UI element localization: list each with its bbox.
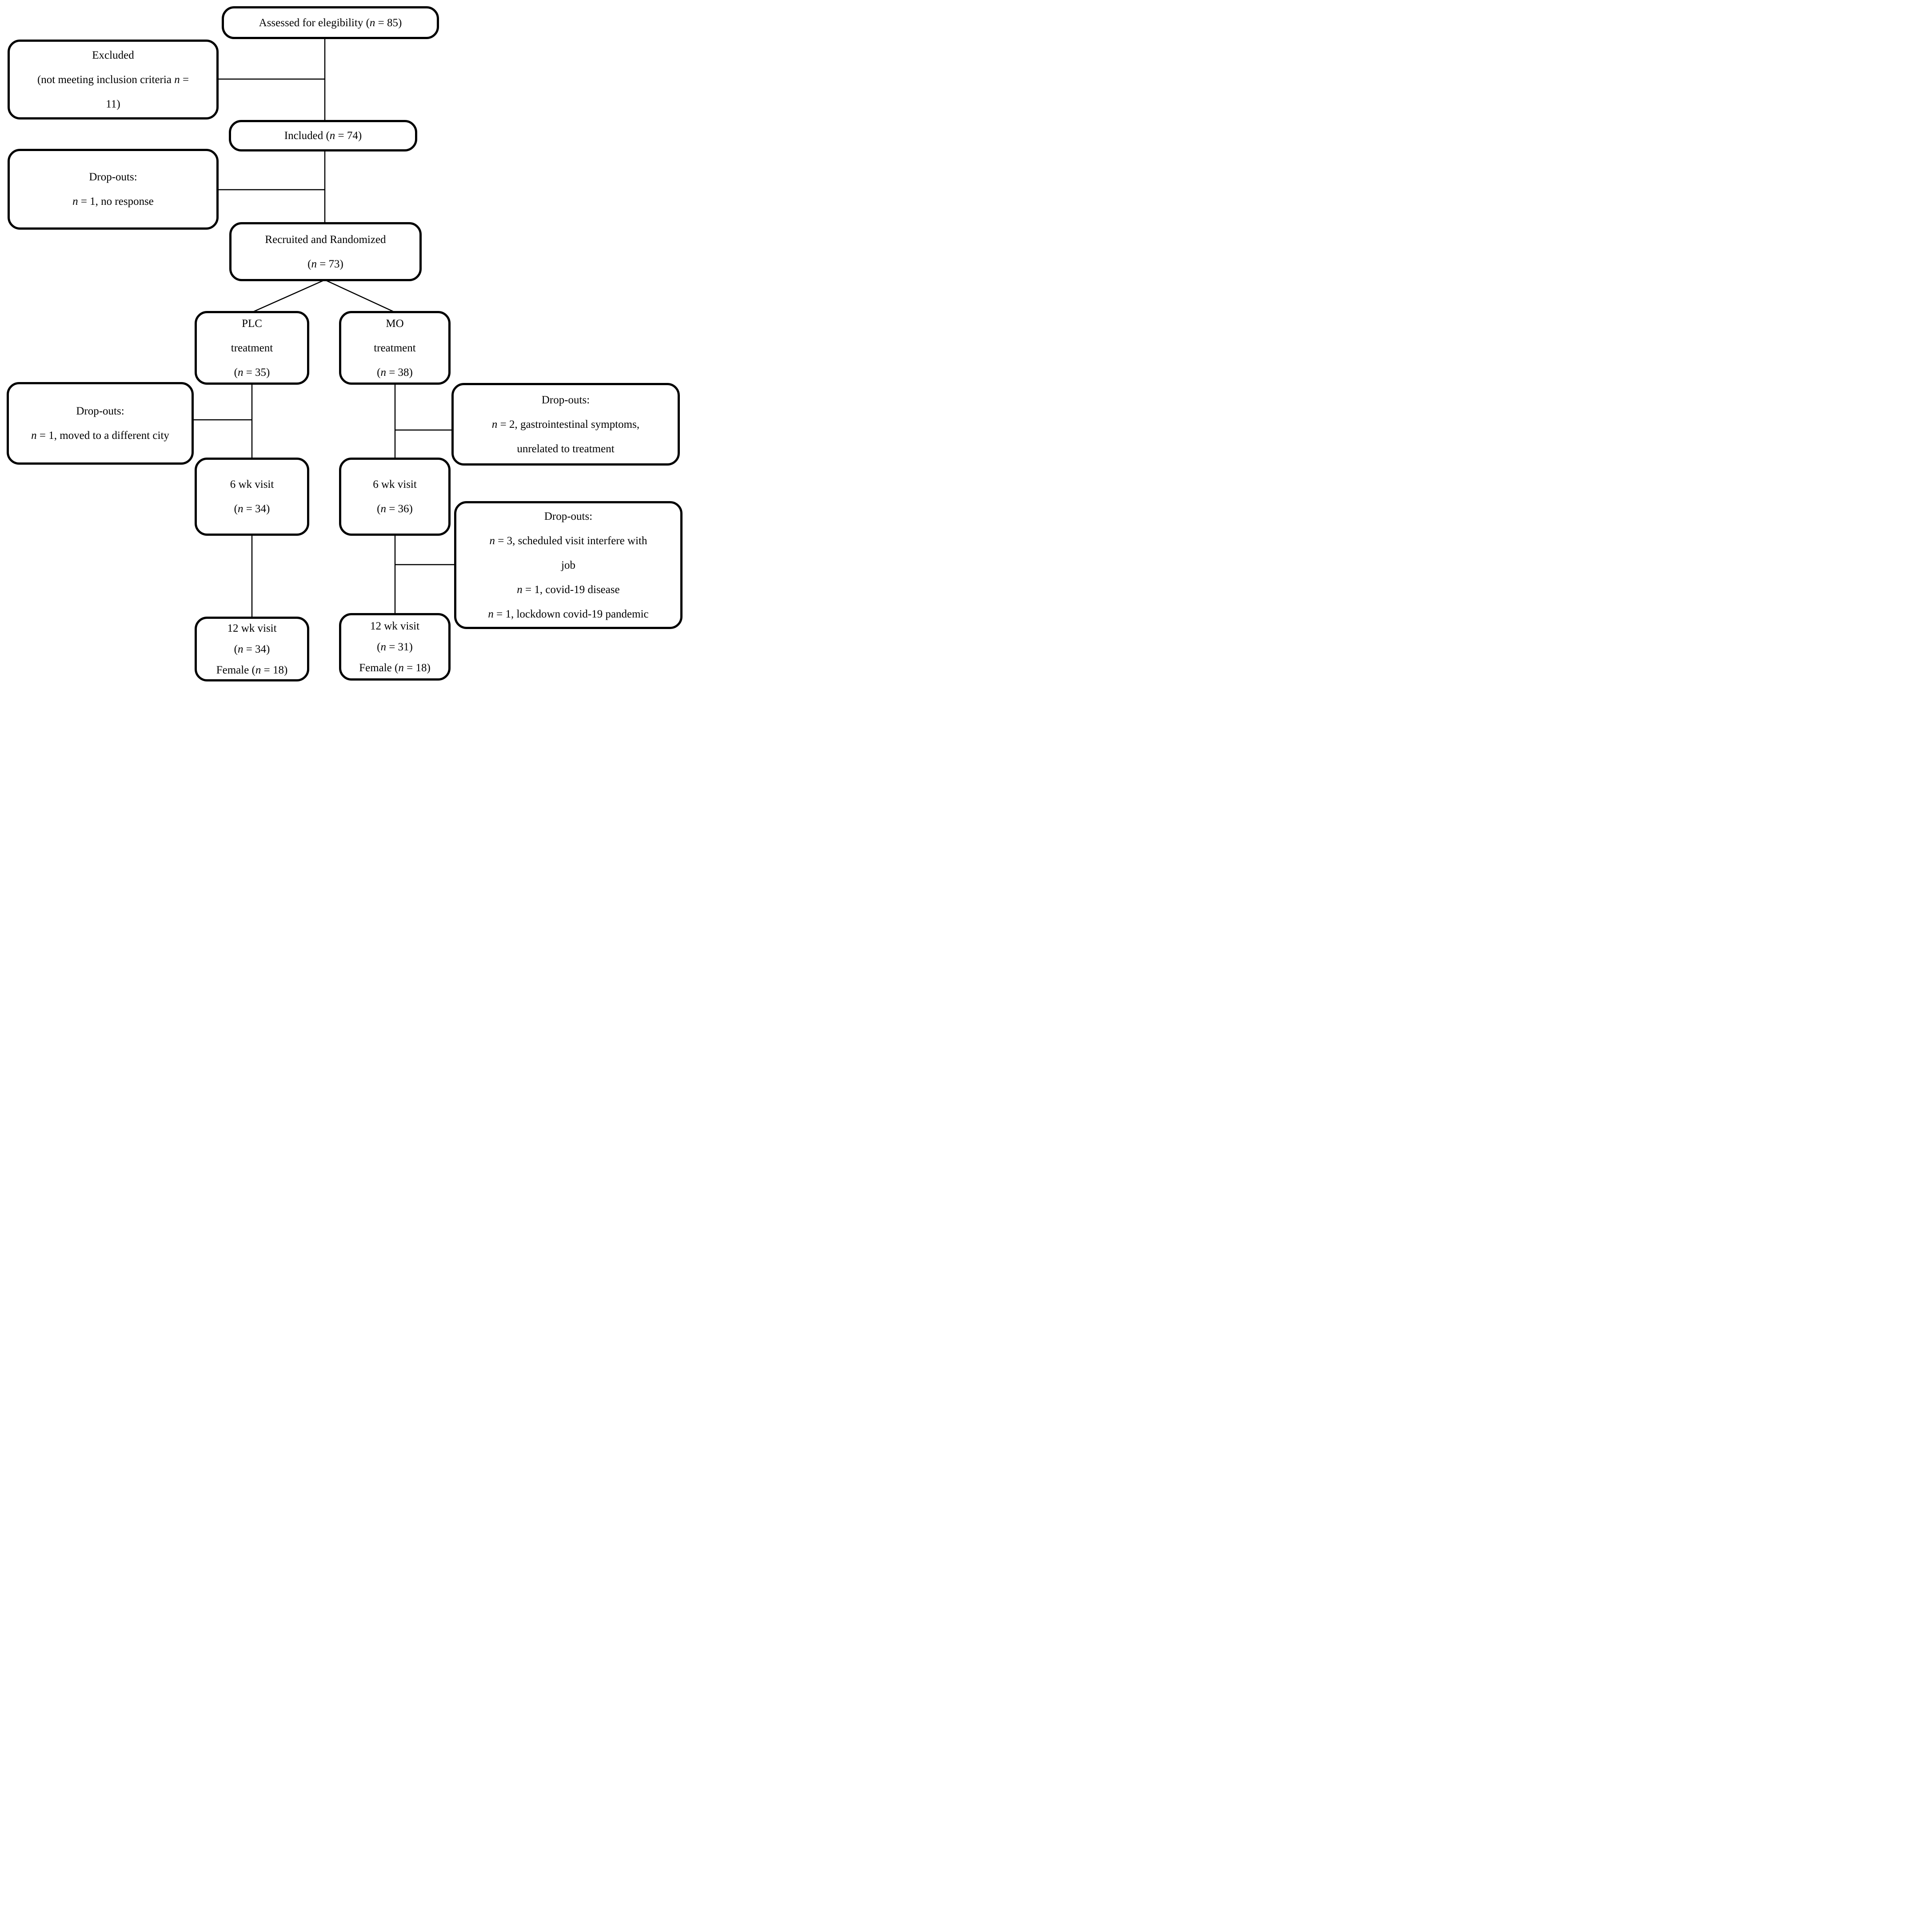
node-recruited-randomized: Recruited and Randomized (n = 73) (229, 222, 422, 281)
node-excluded: Excluded (not meeting inclusion criteria … (8, 40, 219, 120)
node-dropouts-gastrointestinal: Drop-outs: n = 2, gastrointestinal sympto… (451, 383, 680, 466)
node-mo-treatment: MO treatment (n = 38) (339, 311, 451, 385)
text-line: Drop-outs: (76, 405, 124, 417)
text-line: n = 1, no response (72, 195, 154, 207)
text-line: Drop-outs: (541, 394, 590, 406)
connector-lines (193, 38, 455, 618)
text-line: n = 1, covid-19 disease (517, 583, 620, 596)
text-line: (n = 31) (377, 641, 413, 653)
node-12wk-visit-plc: 12 wk visit (n = 34) Female (n = 18) (195, 617, 309, 681)
node-dropouts-covid: Drop-outs: n = 3, scheduled visit interfe… (454, 501, 683, 629)
text-line: (n = 34) (234, 503, 270, 515)
text-line: 6 wk visit (373, 478, 417, 490)
text-line: (n = 34) (234, 643, 270, 655)
text-line: n = 2, gastrointestinal symptoms, (491, 418, 640, 430)
text-line: 11) (106, 98, 120, 110)
text-line: 12 wk visit (370, 620, 420, 632)
node-dropouts-moved-city: Drop-outs: n = 1, moved to a different ci… (7, 382, 194, 465)
text-line: (n = 35) (234, 366, 270, 378)
connector-recruited-plc (251, 279, 325, 313)
node-plc-treatment: PLC treatment (n = 35) (195, 311, 309, 385)
text-line: n = 1, moved to a different city (31, 430, 169, 442)
node-12wk-visit-mo: 12 wk visit (n = 31) Female (n = 18) (339, 613, 451, 681)
text-line: Drop-outs: (544, 510, 593, 522)
text-line: 12 wk visit (227, 622, 277, 634)
text-line: Drop-outs: (89, 171, 137, 183)
node-dropouts-no-response: Drop-outs: n = 1, no response (8, 149, 219, 230)
text-line: Female (n = 18) (359, 661, 431, 674)
text-line: 6 wk visit (230, 478, 274, 490)
consort-flow-diagram: Assessed for elegibility (n = 85) Exclud… (0, 0, 688, 685)
text-line: (n = 73) (307, 258, 343, 270)
text-line: unrelated to treatment (517, 442, 615, 455)
text-line: (n = 36) (377, 503, 413, 515)
text-line: PLC (242, 317, 262, 330)
text-line: treatment (231, 342, 273, 354)
text-line: treatment (374, 342, 416, 354)
text-line: job (561, 559, 575, 571)
node-included: Included (n = 74) (229, 120, 417, 151)
text-line: (n = 38) (377, 366, 413, 378)
node-assessed-for-eligibility: Assessed for elegibility (n = 85) (222, 6, 439, 39)
text-line: Female (n = 18) (216, 664, 288, 676)
text-line: Assessed for elegibility (n = 85) (259, 16, 402, 29)
text-line: (not meeting inclusion criteria n = (37, 73, 189, 86)
text-line: Excluded (92, 49, 134, 61)
text-line: n = 3, scheduled visit interfere with (489, 534, 647, 547)
node-6wk-visit-plc: 6 wk visit (n = 34) (195, 458, 309, 536)
text-line: Included (n = 74) (284, 130, 362, 142)
text-line: MO (386, 317, 404, 330)
node-6wk-visit-mo: 6 wk visit (n = 36) (339, 458, 451, 536)
connector-recruited-mo (324, 279, 395, 313)
text-line: Recruited and Randomized (265, 233, 386, 246)
text-line: n = 1, lockdown covid-19 pandemic (488, 608, 649, 620)
